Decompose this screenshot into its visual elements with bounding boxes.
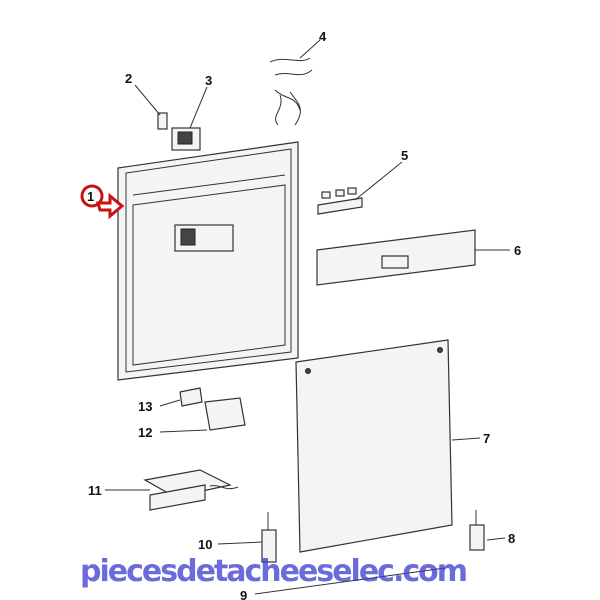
callout-7: 7 <box>483 431 490 446</box>
callout-2: 2 <box>125 71 132 86</box>
arrow-right-icon <box>96 192 125 220</box>
outer-door-panel <box>295 339 481 553</box>
callout-12: 12 <box>138 425 152 440</box>
callout-9: 9 <box>240 588 247 600</box>
highlight-marker <box>80 184 125 220</box>
hinge-right <box>469 510 506 551</box>
callout-11: 11 <box>88 483 102 498</box>
callout-3: 3 <box>205 73 212 88</box>
control-board <box>105 469 239 511</box>
callout-1: 1 <box>87 189 94 204</box>
inner-door-panel <box>117 141 299 381</box>
electronic-module <box>159 397 246 433</box>
callout-6: 6 <box>514 243 521 258</box>
hinge-left <box>217 512 277 563</box>
sensor-card <box>159 387 203 407</box>
watermark: piecesdetacheeselec.com <box>80 554 466 589</box>
hinge-clip <box>134 84 168 130</box>
control-panel <box>316 229 510 286</box>
callout-4: 4 <box>319 29 327 44</box>
wiring-harness <box>269 39 321 126</box>
callout-5: 5 <box>401 148 408 163</box>
callout-8: 8 <box>508 531 515 546</box>
callout-10: 10 <box>198 537 212 552</box>
button-strip <box>317 161 403 215</box>
cable-part-9 <box>254 567 446 595</box>
door-lock <box>171 86 208 151</box>
callout-13: 13 <box>138 399 152 414</box>
